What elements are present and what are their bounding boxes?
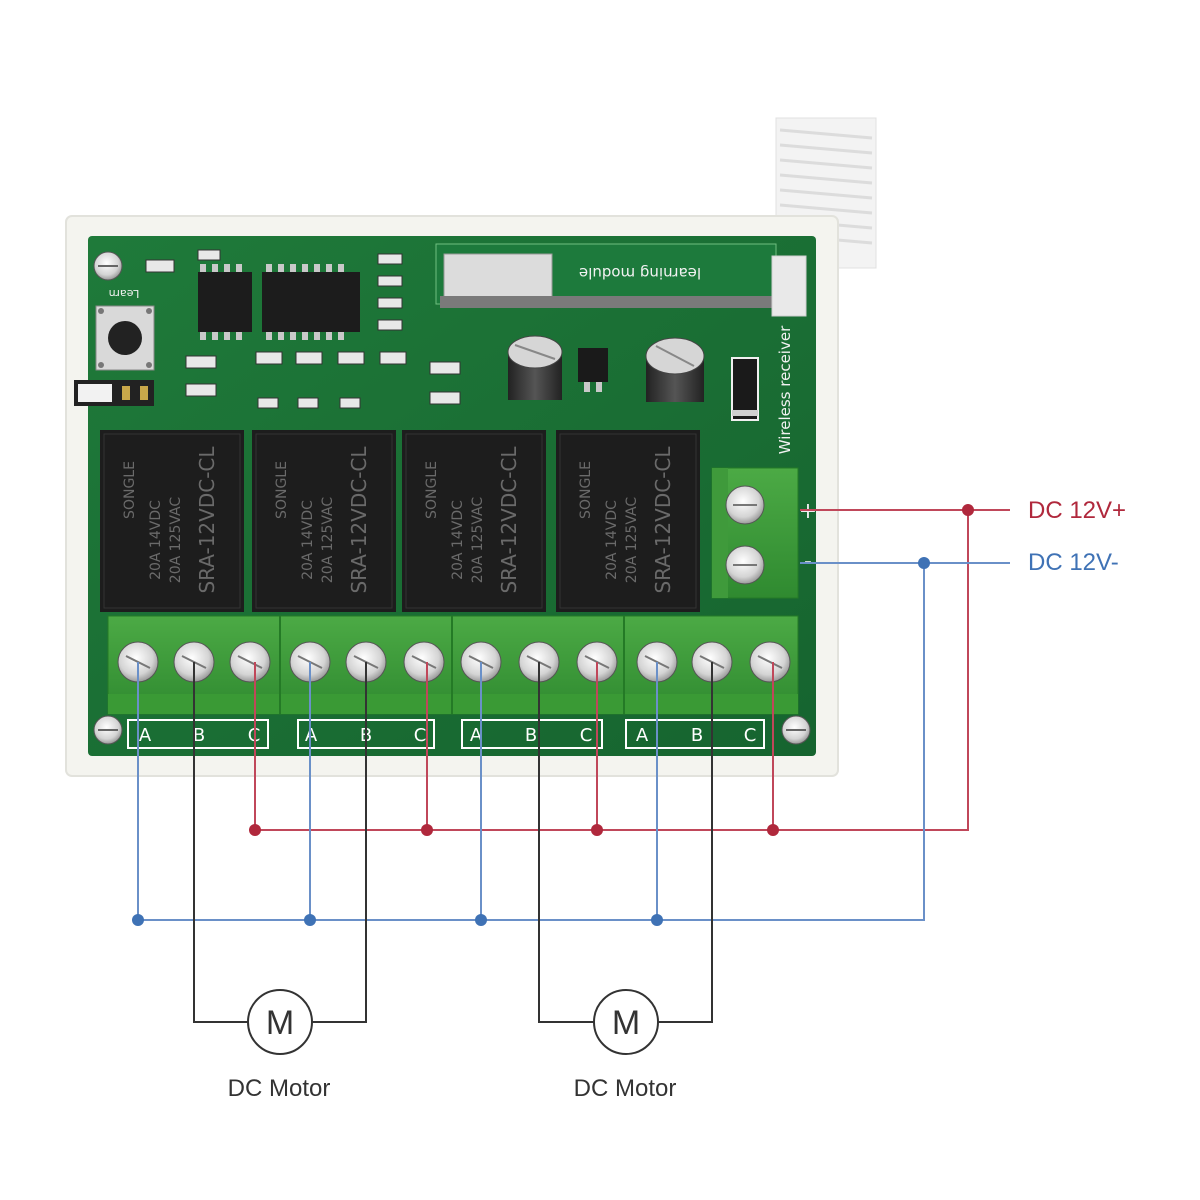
mount-screw-bottom-left: [93, 715, 123, 745]
relay-3-rating2: 20A 125VAC: [470, 497, 486, 584]
relay-1-rating1: 20A 14VDC: [148, 500, 164, 580]
rf-learning-module: learning module: [435, 243, 777, 308]
terminal-3-c: C: [580, 725, 593, 746]
relay-2-rating1: 20A 14VDC: [300, 500, 316, 580]
relay-2-model: SRA-12VDC-CL: [347, 446, 371, 594]
terminal-3-b: B: [525, 725, 537, 746]
relay-3-brand: SONGLE: [424, 461, 440, 519]
output-screw-12[interactable]: [749, 641, 791, 683]
output-terminal-strip: [107, 615, 799, 715]
power-plus-mark: +: [799, 499, 817, 524]
terminal-2-a: A: [305, 725, 318, 746]
terminal-1-a: A: [139, 725, 152, 746]
relay-1-model: SRA-12VDC-CL: [195, 446, 219, 594]
diode: [731, 357, 759, 421]
motor-2-symbol: M: [612, 1004, 640, 1042]
electrolytic-capacitor-left: [507, 335, 563, 400]
relay-1-rating2: 20A 125VAC: [168, 497, 184, 584]
module-label: learning module: [579, 264, 701, 282]
motor-2-label: DC Motor: [574, 1075, 677, 1102]
relay-1: SRA-12VDC-CL 20A 14VDC 20A 125VAC SONGLE: [100, 430, 244, 612]
relay-4-brand: SONGLE: [578, 461, 594, 519]
terminal-3-a: A: [470, 725, 483, 746]
wire-junctions-positive: [249, 504, 974, 836]
learn-button[interactable]: [95, 305, 155, 371]
relay-2-rating2: 20A 125VAC: [320, 497, 336, 584]
voltage-regulator: [578, 348, 608, 392]
relay-4: SRA-12VDC-CL 20A 14VDC 20A 125VAC SONGLE: [556, 430, 700, 612]
terminal-1-b: B: [193, 725, 205, 746]
wires-positive: [254, 509, 1010, 831]
electrolytic-capacitor-right: [645, 337, 705, 402]
relay-2-brand: SONGLE: [274, 461, 290, 519]
power-minus-mark: -: [804, 549, 812, 574]
relay-2: SRA-12VDC-CL 20A 14VDC 20A 125VAC SONGLE: [252, 430, 396, 612]
wires-negative: [137, 562, 1010, 921]
motor-1-symbol: M: [266, 1004, 294, 1042]
ic-chip-small: [198, 264, 252, 340]
receiver-label: Wireless receiver: [776, 325, 794, 454]
wires-motor: [193, 662, 713, 1023]
relay-3: SRA-12VDC-CL 20A 14VDC 20A 125VAC SONGLE: [402, 430, 546, 612]
output-screw-3[interactable]: [229, 641, 271, 683]
terminal-2-c: C: [414, 725, 427, 746]
motor-1: M: [247, 989, 313, 1055]
mount-screw-top-left: [93, 251, 123, 281]
power-screw-positive[interactable]: [725, 485, 765, 525]
relay-4-rating2: 20A 125VAC: [624, 497, 640, 584]
relay-3-model: SRA-12VDC-CL: [497, 446, 521, 594]
power-negative-label: DC 12V-: [1028, 549, 1119, 576]
power-positive-label: DC 12V+: [1028, 497, 1126, 524]
motor-2: M: [593, 989, 659, 1055]
wire-junctions-negative: [132, 557, 930, 926]
terminal-4-c: C: [744, 725, 757, 746]
antenna-lead: [771, 255, 807, 317]
learn-label: Learn: [109, 287, 140, 300]
power-terminal-block: [711, 467, 799, 599]
mount-screw-bottom-right: [781, 715, 811, 745]
relay-4-model: SRA-12VDC-CL: [651, 446, 675, 594]
motor-1-label: DC Motor: [228, 1075, 331, 1102]
relay-4-rating1: 20A 14VDC: [604, 500, 620, 580]
ic-chip-decoder: [262, 264, 360, 340]
output-screw-6[interactable]: [403, 641, 445, 683]
terminal-4-b: B: [691, 725, 703, 746]
output-screws: [117, 641, 791, 683]
relay-3-rating1: 20A 14VDC: [450, 500, 466, 580]
smd-components: [145, 249, 461, 409]
power-screw-negative[interactable]: [725, 545, 765, 585]
terminal-4-a: A: [636, 725, 649, 746]
mode-jumper[interactable]: [74, 380, 154, 406]
relay-1-brand: SONGLE: [122, 461, 138, 519]
